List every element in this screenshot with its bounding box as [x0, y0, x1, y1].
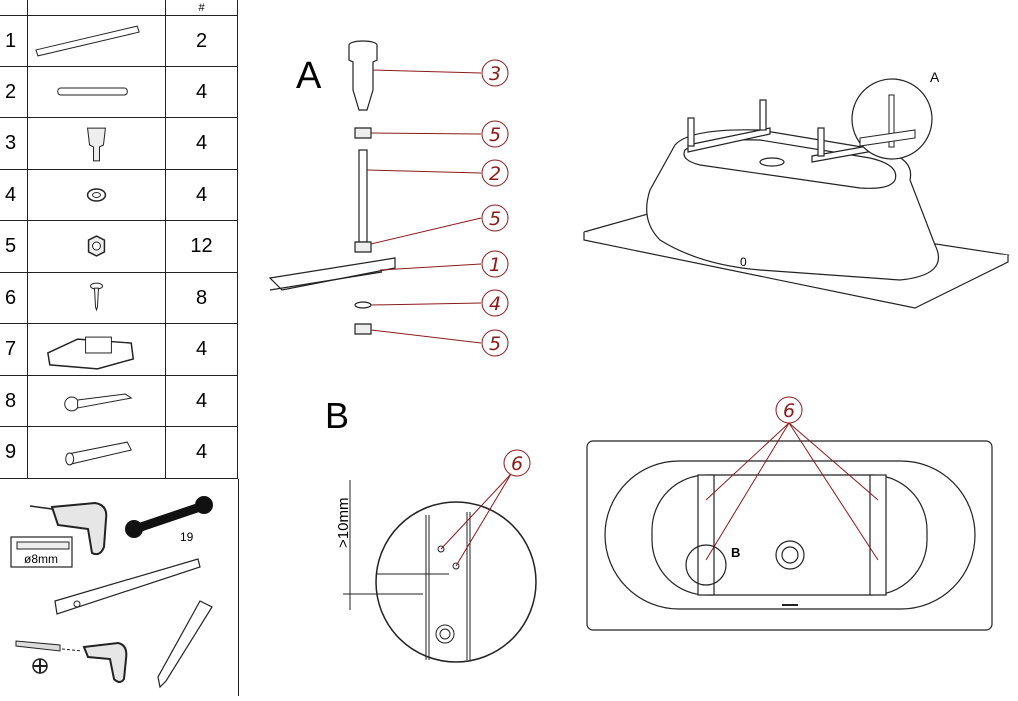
svg-text:5: 5: [489, 333, 501, 355]
svg-text:3: 3: [489, 63, 501, 85]
drill-bit-size: ø8mm: [24, 552, 58, 566]
rod-icon: [57, 87, 128, 96]
parts-row: 7 4: [0, 324, 238, 376]
detail-a-label: A: [930, 69, 940, 85]
svg-text:1: 1: [489, 254, 501, 276]
parts-row: 8 4: [0, 376, 238, 427]
part-number: 5: [0, 221, 28, 272]
svg-text:6: 6: [511, 453, 523, 475]
callout-part-3: 3: [481, 59, 509, 87]
callout-part-5: 5: [481, 204, 509, 232]
parts-row: 1 2: [0, 16, 238, 67]
callout-part-5: 5: [481, 120, 509, 148]
pencil-icon: [157, 600, 213, 689]
tools-panel: ø8mm 19: [0, 479, 239, 696]
wood-screw-icon: [64, 393, 133, 412]
part-number: 7: [0, 324, 28, 375]
part-number: 4: [0, 170, 28, 220]
part-quantity: 12: [166, 221, 238, 272]
part-quantity: 2: [166, 16, 238, 66]
part-quantity: 4: [166, 427, 238, 478]
svg-text:5: 5: [489, 124, 501, 146]
part-quantity: 4: [166, 376, 238, 426]
step-a-label: A: [296, 55, 322, 97]
part-number: 8: [0, 376, 28, 426]
callout-leaders-a: [366, 69, 482, 344]
foot-icon: [87, 127, 106, 161]
exploded-foot: [268, 40, 396, 335]
nut-icon: [87, 234, 106, 257]
parts-row: 6 8: [0, 273, 238, 324]
screwdriver-bit-icon: [15, 640, 128, 683]
screw-icon: [90, 282, 103, 312]
wall-plug-icon: [65, 441, 132, 465]
drill-icon: [29, 501, 108, 556]
callout-part-5: 5: [481, 329, 509, 357]
detail-circle-b: [343, 480, 537, 663]
parts-row: 4 4: [0, 170, 238, 221]
part-quantity: 8: [166, 273, 238, 323]
parts-table-header: #: [0, 0, 238, 16]
part-number: 3: [0, 118, 28, 169]
bathtub-top-view: [586, 440, 993, 631]
part-number: 2: [0, 67, 28, 117]
part-quantity: 4: [166, 170, 238, 220]
callout-part-6-top: 6: [775, 396, 803, 424]
callout-part-2: 2: [481, 159, 509, 187]
part-quantity: 4: [166, 324, 238, 375]
parts-row: 3 4: [0, 118, 238, 170]
wrench-size: 19: [180, 530, 194, 544]
washer-icon: [86, 188, 107, 202]
parts-row: 2 4: [0, 67, 238, 118]
svg-text:4: 4: [489, 293, 501, 315]
parts-row: 5 12: [0, 221, 238, 273]
detail-b-label: B: [731, 545, 740, 560]
part-quantity: 4: [166, 67, 238, 117]
bathtub-perspective: [583, 99, 1011, 309]
svg-text:2: 2: [489, 163, 501, 185]
callout-part-1: 1: [481, 250, 509, 278]
wrench-icon: 19: [125, 496, 213, 544]
detail-circle-a: [851, 78, 933, 160]
drill-bit-box: ø8mm: [10, 536, 73, 568]
callout-part-4: 4: [481, 289, 509, 317]
part-quantity: 4: [166, 118, 238, 169]
svg-text:6: 6: [783, 400, 795, 422]
spirit-level-icon: [54, 558, 201, 615]
svg-text:5: 5: [489, 208, 501, 230]
callout-part-6: 6: [503, 449, 531, 477]
dimension-label: >10mm: [335, 498, 352, 548]
parts-row: 9 4: [0, 427, 238, 479]
part-number: 1: [0, 16, 28, 66]
drain-label: 0: [740, 255, 747, 269]
part-number: 6: [0, 273, 28, 323]
quantity-header: #: [166, 0, 238, 15]
bracket-icon: [47, 336, 135, 370]
part-number: 9: [0, 427, 28, 478]
step-b-label: B: [325, 395, 349, 436]
rail-icon: [35, 25, 140, 57]
